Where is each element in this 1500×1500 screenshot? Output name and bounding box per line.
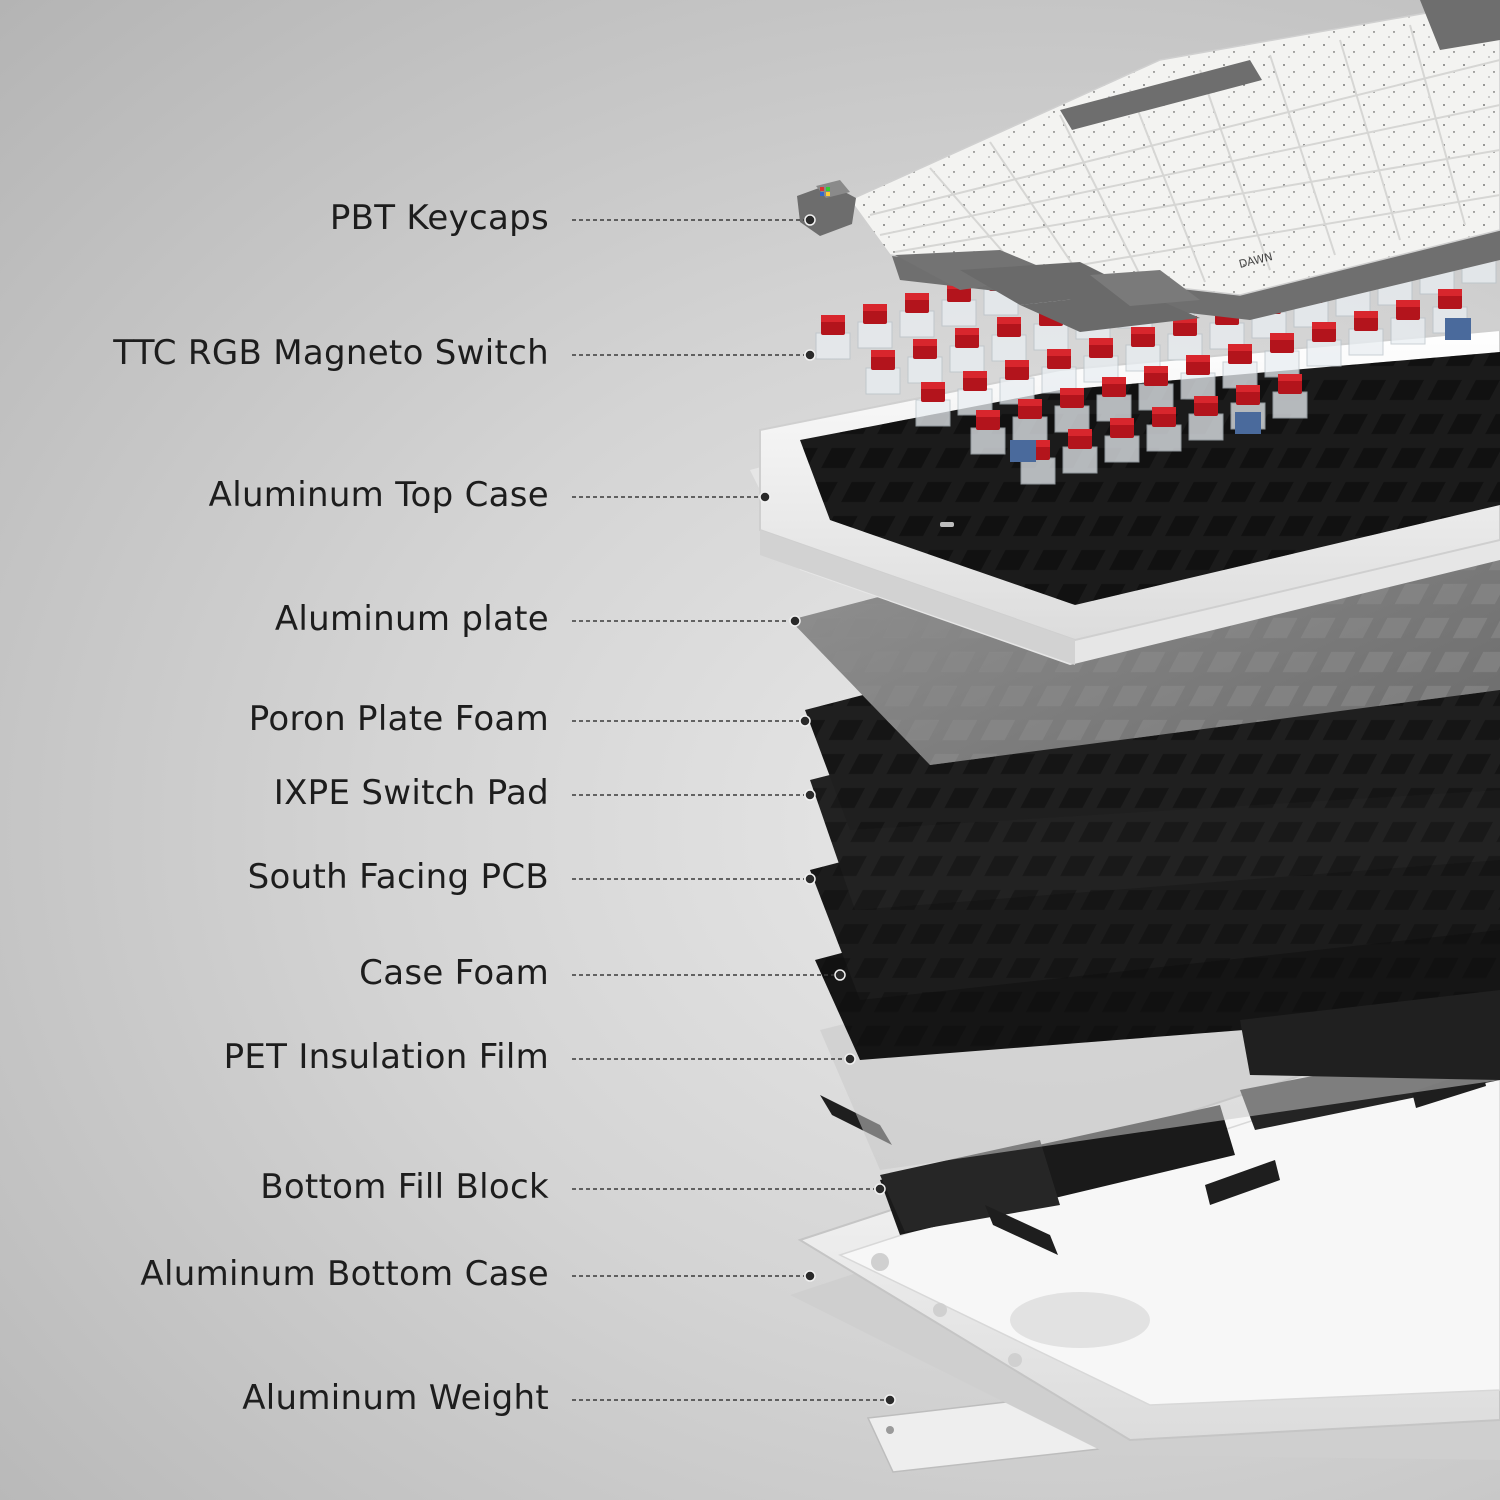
label-pbt-keycaps: PBT Keycaps [330, 198, 549, 238]
leader-dot [804, 214, 816, 226]
magneto-switch [907, 339, 943, 384]
magneto-switch [1272, 374, 1308, 419]
leader-dot [804, 1270, 816, 1282]
magneto-switch [1104, 418, 1140, 463]
leader-dot [844, 1053, 856, 1065]
magneto-switch [1167, 316, 1203, 361]
label-aluminum-plate: Aluminum plate [275, 599, 549, 639]
magneto-switch [1180, 355, 1216, 400]
label-south-facing-pcb: South Facing PCB [248, 857, 549, 897]
leader-dot [804, 789, 816, 801]
magneto-switch [1222, 344, 1258, 389]
magneto-switch [1348, 311, 1384, 356]
magneto-switch [1054, 388, 1090, 433]
magneto-switch [1390, 300, 1426, 345]
magneto-switch [899, 293, 935, 338]
magneto-switch [1306, 322, 1342, 367]
label-aluminum-weight: Aluminum Weight [242, 1378, 549, 1418]
pbt-keycaps: DAWN [797, 0, 1500, 332]
magneto-switch [915, 382, 951, 427]
label-ixpe-switch-pad: IXPE Switch Pad [274, 773, 549, 813]
magneto-switch [1020, 440, 1056, 485]
magneto-switch [970, 410, 1006, 455]
label-aluminum-bottom-case: Aluminum Bottom Case [140, 1254, 549, 1294]
leader-dot [874, 1183, 886, 1195]
label-case-foam: Case Foam [359, 953, 549, 993]
magneto-switch [957, 371, 993, 416]
stabilizer [1445, 318, 1471, 340]
magneto-switch [1138, 366, 1174, 411]
stabilizer [1010, 440, 1036, 462]
magneto-switch [1041, 349, 1077, 394]
leader-dot [759, 491, 771, 503]
aluminum-bottom-case [790, 1008, 1500, 1460]
leader-dot [834, 969, 846, 981]
label-poron-plate-foam: Poron Plate Foam [249, 699, 549, 739]
magneto-switch [857, 304, 893, 349]
leader-dot [804, 873, 816, 885]
leader-dot [804, 349, 816, 361]
magneto-switch [865, 350, 901, 395]
leader-dot [799, 715, 811, 727]
label-ttc-rgb-magneto-switch: TTC RGB Magneto Switch [112, 333, 549, 373]
label-pet-insulation-film: PET Insulation Film [224, 1037, 549, 1077]
magneto-switch [1125, 327, 1161, 372]
label-bottom-fill-block: Bottom Fill Block [260, 1167, 549, 1207]
magneto-switch [1062, 429, 1098, 474]
magneto-switch [815, 315, 851, 360]
stabilizer [1235, 412, 1261, 434]
magneto-switch [1188, 396, 1224, 441]
magneto-switch [1264, 333, 1300, 378]
magneto-switch [991, 317, 1027, 362]
magneto-switch [1096, 377, 1132, 422]
leader-dot [884, 1394, 896, 1406]
magneto-switch [1083, 338, 1119, 383]
magneto-switch [999, 360, 1035, 405]
leader-dot [789, 615, 801, 627]
label-aluminum-top-case: Aluminum Top Case [209, 475, 549, 515]
magneto-switch [1012, 399, 1048, 444]
magneto-switch [1146, 407, 1182, 452]
magneto-switch [949, 328, 985, 373]
